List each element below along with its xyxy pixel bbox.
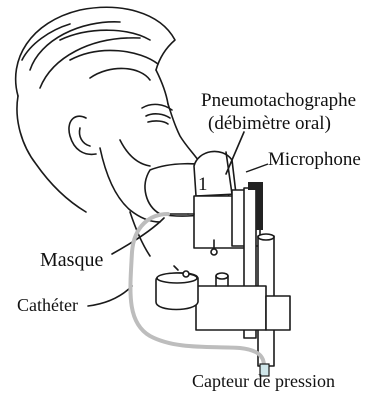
head-profile (16, 7, 198, 256)
flow-meter-label: (débimètre oral) (208, 114, 331, 133)
mask-label: Masque (40, 250, 103, 270)
pneumotachograph-label: Pneumotachographe (201, 91, 356, 110)
pneumotachograph-leader (226, 132, 244, 174)
mask-leader (112, 218, 164, 254)
catheter-label: Cathéter (17, 296, 78, 314)
marker-one-label: 1 (198, 175, 208, 194)
microphone-label: Microphone (268, 150, 361, 169)
pressure-sensor-label: Capteur de pression (192, 372, 335, 390)
catheter-leader (88, 286, 132, 306)
